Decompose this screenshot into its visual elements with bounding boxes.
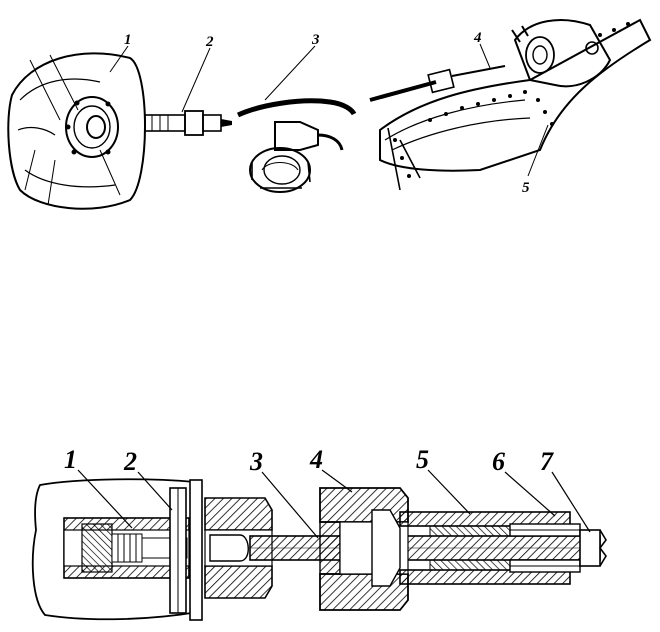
top-figure: 1 2 3 4 5 [7, 18, 652, 210]
top-callout-4: 4 [473, 30, 482, 46]
part-6-inner-tube [509, 523, 581, 573]
bottom-figure: 1 2 3 4 5 6 7 [31, 445, 607, 621]
bottom-callout-2: 2 [123, 447, 137, 476]
part-3-shaft [249, 535, 601, 561]
top-callout-1: 1 [124, 32, 132, 48]
bottom-callout-4: 4 [309, 445, 323, 474]
bottom-callout-5: 5 [416, 445, 429, 474]
housing-outline [31, 478, 199, 621]
part-7-cable-end [579, 529, 607, 567]
top-leader-lines [109, 43, 549, 177]
bottom-callout-7: 7 [540, 447, 554, 476]
top-callout-2: 2 [205, 34, 214, 50]
part-5-sleeve [399, 511, 571, 585]
drive-fitting-drawing [144, 110, 232, 136]
bottom-callout-1: 1 [64, 445, 77, 474]
part-1-fitting [63, 517, 190, 579]
part-2-flange [169, 479, 203, 621]
top-callout-5: 5 [522, 180, 530, 196]
bottom-callout-6: 6 [492, 447, 505, 476]
part-4-union-nut [319, 487, 409, 611]
coupling-nut [204, 497, 273, 599]
bottom-callout-3: 3 [249, 447, 263, 476]
top-callout-3: 3 [311, 32, 320, 48]
cable-tachometer-drawing [236, 98, 357, 193]
engine-housing-drawing [7, 52, 146, 210]
gearbox-frame-drawing [369, 18, 652, 191]
bottom-leader-lines [77, 469, 591, 539]
